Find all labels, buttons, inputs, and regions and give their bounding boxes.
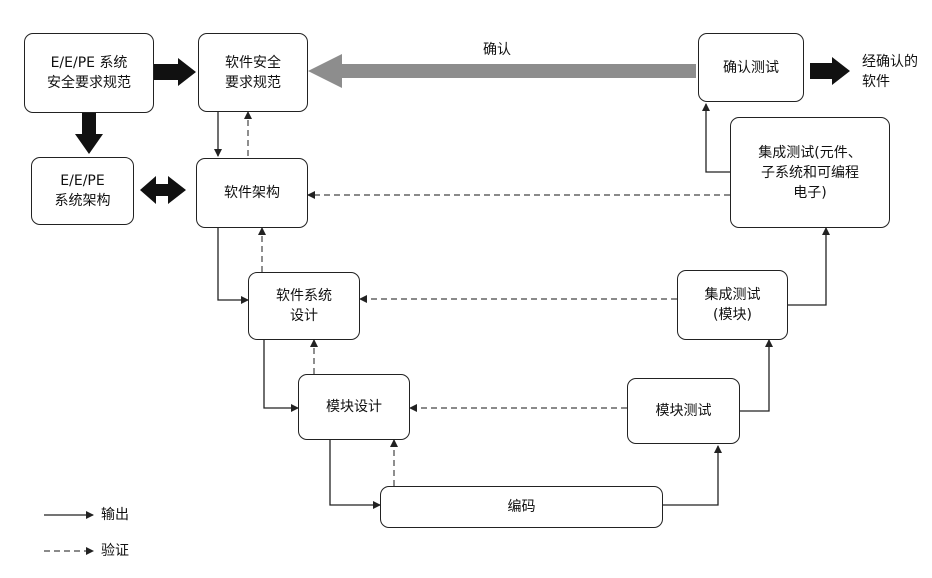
verification-lines [44,111,730,555]
box-line: 软件系统 [276,288,332,304]
legend-verification-label: 验证 [101,543,129,559]
box-line: E/E/PE [60,173,105,189]
validated-software-label: 经确认的 软件 [862,52,922,92]
spec-to-arch-bold-arrow [75,113,103,154]
ee-arch-sw-arch-double-arrow [140,176,186,204]
label-line: 经确认的 [862,54,918,70]
box-line: 子系统和可编程 [761,164,859,181]
software-system-design-box: 软件系统 设计 [248,272,360,340]
module-test-box: 模块测试 [627,378,740,444]
box-line: 模块设计 [326,399,382,415]
box-line: (模块) [713,307,752,323]
box-line: 电子) [793,184,827,201]
module-design-box: 模块设计 [298,374,410,440]
label-line: 软件 [862,74,890,90]
box-line: 确认测试 [723,59,779,76]
legend-output-label: 输出 [101,507,129,523]
box-line: 软件安全 [225,54,281,71]
coding-box: 编码 [380,486,663,528]
integration-test-system-box: 集成测试(元件、 子系统和可编程 电子) [730,117,890,228]
box-line: 集成测试(元件、 [758,144,862,161]
box-line: 设计 [290,308,318,324]
ee-safety-requirements-box: E/E/PE 系统 安全要求规范 [24,33,154,113]
ee-system-architecture-box: E/E/PE 系统架构 [31,157,134,225]
box-line: 软件架构 [224,185,280,201]
box-line: 要求规范 [225,74,281,91]
validation-test-box: 确认测试 [698,33,804,102]
validation-label: 确认 [483,42,511,58]
output-lines [44,103,830,519]
software-architecture-box: 软件架构 [196,158,308,228]
validation-arrow [308,54,696,88]
box-line: 系统架构 [54,193,111,209]
software-safety-requirements-box: 软件安全 要求规范 [198,33,308,112]
box-line: 编码 [507,499,536,515]
box-line: 模块测试 [655,403,712,419]
validated-output-bold-arrow [810,57,850,85]
integration-test-module-box: 集成测试 (模块) [677,270,788,340]
box-line: 安全要求规范 [47,75,131,91]
box-line: 集成测试 [704,287,761,303]
box-line: E/E/PE 系统 [50,55,128,71]
spec-to-sw-spec-bold-arrow [154,58,196,86]
